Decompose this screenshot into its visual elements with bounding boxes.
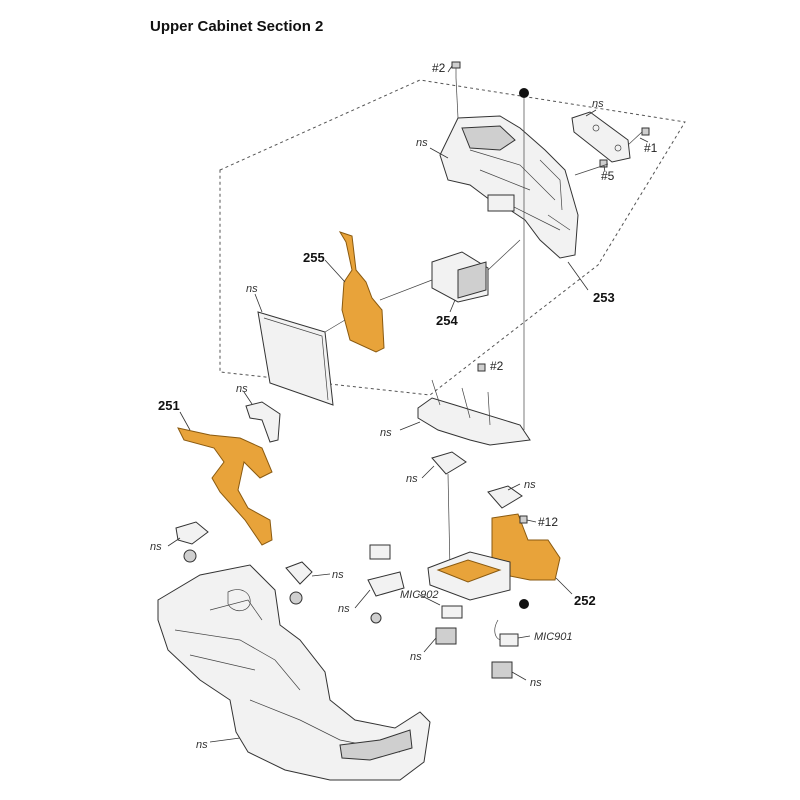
label-ns-lcd: ns xyxy=(246,283,258,295)
rubber-pad-2 xyxy=(487,485,523,509)
screw-1 xyxy=(641,127,650,136)
label-part-255: 255 xyxy=(303,250,325,265)
upper-frame-assembly xyxy=(439,115,579,259)
left-button-part xyxy=(175,521,209,563)
part-254-block xyxy=(431,251,489,303)
label-ns-pad-1: ns xyxy=(406,473,418,485)
label-ns-mic902: ns xyxy=(410,651,422,663)
label-ns-mid-button: ns xyxy=(332,569,344,581)
center-switch-part xyxy=(367,544,405,624)
label-screw-5: #5 xyxy=(601,169,615,183)
part-255-flex xyxy=(338,231,385,353)
screw-5 xyxy=(599,159,608,168)
label-part-252: 252 xyxy=(574,593,596,608)
right-bracket-part xyxy=(571,111,631,163)
label-ns-small-bracket: ns xyxy=(236,383,248,395)
marker-a-bottom xyxy=(519,599,529,609)
label-part-253: 253 xyxy=(593,290,615,305)
part-251-flex xyxy=(177,427,273,546)
assembly-253-boundary xyxy=(219,79,686,396)
label-ns-upper-frame: ns xyxy=(416,137,428,149)
screw-12 xyxy=(519,515,528,524)
bottom-cabinet-part xyxy=(157,564,431,781)
label-ns-center-switch: ns xyxy=(338,603,350,615)
label-part-251: 251 xyxy=(158,398,180,413)
mid-bracket-assembly xyxy=(417,363,531,446)
screw-2-top xyxy=(451,61,461,78)
label-ns-mic901: ns xyxy=(530,677,542,689)
marker-a-top xyxy=(519,88,529,98)
small-bracket-top xyxy=(245,401,281,443)
label-screw-2-mid: #2 xyxy=(490,359,504,373)
switch-assembly xyxy=(427,551,511,601)
mic901-part xyxy=(491,619,519,679)
rubber-pad-1 xyxy=(431,451,467,475)
label-part-254: 254 xyxy=(436,313,458,328)
label-screw-2-top: #2 xyxy=(432,61,446,75)
label-screw-1: #1 xyxy=(644,141,658,155)
label-screw-12: #12 xyxy=(538,515,558,529)
label-ns-right-bracket: ns xyxy=(592,98,604,110)
label-ns-mid-bracket: ns xyxy=(380,427,392,439)
label-ns-left-button: ns xyxy=(150,541,162,553)
label-ns-pad-2: ns xyxy=(524,479,536,491)
label-ns-bottom-cabinet: ns xyxy=(196,739,208,751)
mid-button-part xyxy=(285,561,313,605)
label-mic901: MIC901 xyxy=(534,631,573,643)
mic902-part xyxy=(435,605,463,645)
lcd-panel-part xyxy=(257,311,334,406)
diagram-title: Upper Cabinet Section 2 xyxy=(150,18,324,35)
label-mic902: MIC902 xyxy=(400,589,439,601)
